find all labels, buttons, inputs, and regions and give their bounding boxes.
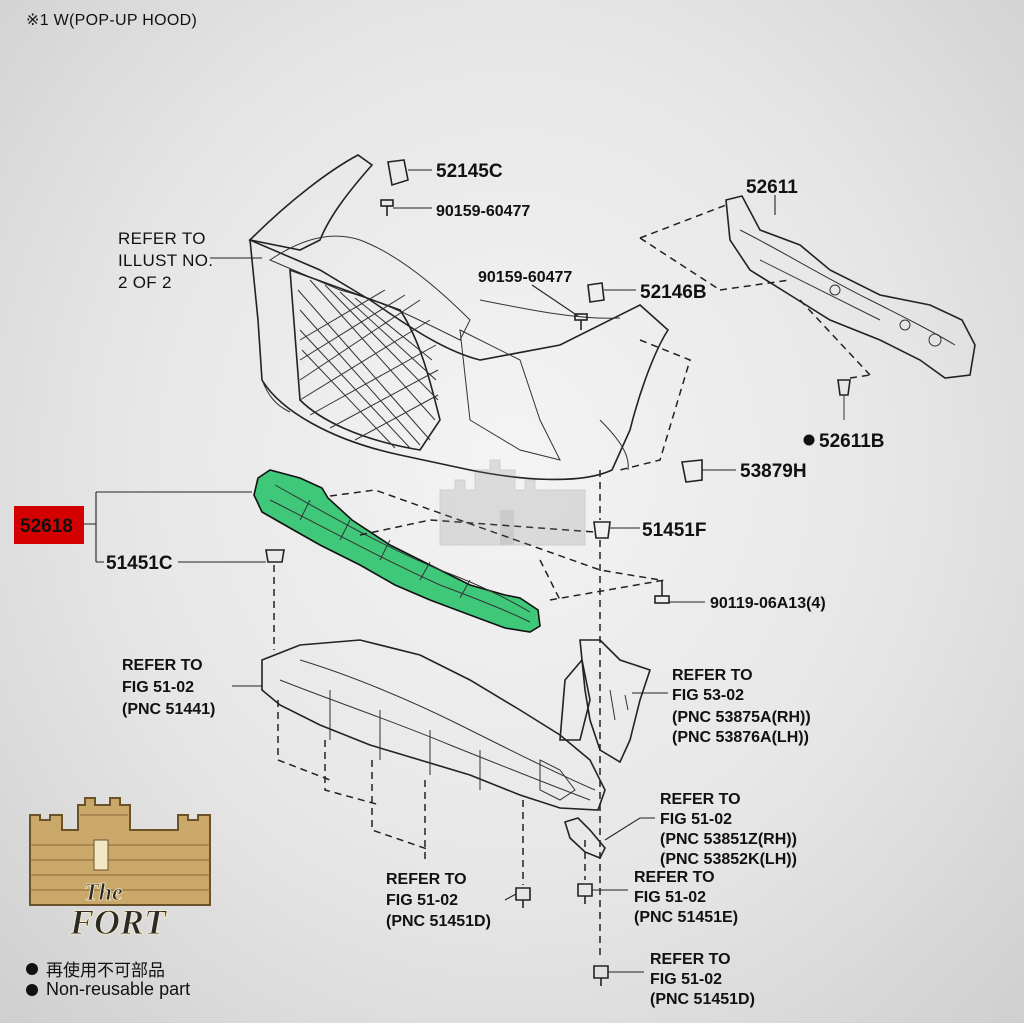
watermark-castle bbox=[439, 459, 586, 546]
label-52611B[interactable]: 52611B bbox=[819, 431, 885, 452]
legend-text-english: Non-reusable part bbox=[46, 979, 191, 999]
refer-fig5302-line2: FIG 53-02 bbox=[672, 687, 744, 704]
bracket-53879H[interactable] bbox=[681, 459, 703, 483]
label-51451C[interactable]: 51451C bbox=[106, 553, 173, 574]
bumper-support-52611[interactable] bbox=[725, 195, 976, 379]
part-number-52618[interactable]: 52618 bbox=[20, 516, 73, 537]
header-note: ※1 W(POP-UP HOOD) bbox=[26, 12, 198, 29]
clip-51451D-b[interactable] bbox=[593, 965, 609, 986]
refer-illust-line3: 2 OF 2 bbox=[118, 273, 172, 292]
refer-fig5302-line4: (PNC 53876A(LH)) bbox=[672, 729, 809, 746]
refer-fig5102-b-line2: FIG 51-02 bbox=[660, 811, 732, 828]
label-90159-60477-a[interactable]: 90159-60477 bbox=[436, 203, 530, 220]
logo-line1: The bbox=[84, 880, 123, 906]
legend-nonreusable-english: Non-reusable part bbox=[26, 979, 190, 1000]
clip-51451F[interactable] bbox=[593, 521, 611, 539]
refer-fig5302-line1: REFER TO bbox=[672, 667, 753, 684]
logo-line2: FORT bbox=[69, 902, 168, 942]
refer-fig5102-e-line1: REFER TO bbox=[650, 951, 731, 968]
refer-fig5102-b-line4: (PNC 53852K(LH)) bbox=[660, 851, 797, 868]
refer-illust-line2: ILLUST NO. bbox=[118, 251, 213, 270]
refer-fig5102-a-line2: FIG 51-02 bbox=[122, 679, 194, 696]
refer-fig5102-c-line3: (PNC 51451D) bbox=[386, 913, 491, 930]
refer-fig5102-e-line3: (PNC 51451D) bbox=[650, 991, 755, 1008]
legend-dot-icon bbox=[26, 962, 38, 975]
label-51451F[interactable]: 51451F bbox=[642, 520, 706, 541]
label-90119-06A13[interactable]: 90119-06A13(4) bbox=[710, 595, 826, 612]
refer-fig5102-e-line2: FIG 51-02 bbox=[650, 971, 722, 988]
retainer-52146B[interactable] bbox=[587, 282, 605, 303]
clip-51451C[interactable] bbox=[265, 549, 285, 563]
legend-nonreusable-chinese: 再使用不可部品 bbox=[26, 956, 165, 981]
label-53879H[interactable]: 53879H bbox=[740, 461, 807, 482]
refer-illust-line1: REFER TO bbox=[118, 229, 206, 248]
refer-fig5102-d-line1: REFER TO bbox=[634, 869, 715, 886]
refer-fig5302-line3: (PNC 53875A(RH)) bbox=[672, 709, 811, 726]
bracket-53851Z[interactable] bbox=[563, 817, 606, 860]
refer-fig5102-b-line3: (PNC 53851Z(RH)) bbox=[660, 831, 797, 848]
refer-fig5102-c-line2: FIG 51-02 bbox=[386, 892, 458, 909]
label-90159-60477-b[interactable]: 90159-60477 bbox=[478, 269, 572, 286]
fender-liner-53875A[interactable] bbox=[559, 639, 652, 764]
screw-90159-60477-a[interactable] bbox=[380, 199, 394, 216]
label-52145C[interactable]: 52145C bbox=[436, 161, 503, 182]
engine-under-cover[interactable] bbox=[261, 639, 606, 811]
refer-fig5102-c-line1: REFER TO bbox=[386, 871, 467, 888]
the-fort-logo: The FORT bbox=[29, 797, 211, 943]
bolt-90119-06A13[interactable] bbox=[654, 580, 670, 604]
clip-51451E[interactable] bbox=[577, 883, 593, 904]
refer-fig5102-d-line2: FIG 51-02 bbox=[634, 889, 706, 906]
clip-51451D-a[interactable] bbox=[515, 887, 531, 908]
screw-90159-60477-b[interactable] bbox=[574, 313, 588, 330]
clip-52611B[interactable] bbox=[837, 379, 851, 420]
refer-fig5102-a-line3: (PNC 51441) bbox=[122, 701, 215, 718]
legend-dot-icon bbox=[26, 983, 38, 996]
front-bumper-cover[interactable] bbox=[248, 154, 670, 481]
retainer-52145C[interactable] bbox=[387, 159, 409, 187]
label-52611[interactable]: 52611 bbox=[746, 177, 798, 198]
absorber-52618-highlighted[interactable] bbox=[253, 469, 541, 633]
refer-fig5102-a-line1: REFER TO bbox=[122, 657, 203, 674]
refer-fig5102-b-line1: REFER TO bbox=[660, 791, 741, 808]
non-reusable-marker-52611B bbox=[803, 434, 815, 446]
highlight-box-52618 bbox=[14, 506, 84, 544]
legend-text-chinese: 再使用不可部品 bbox=[46, 961, 165, 980]
label-52146B[interactable]: 52146B bbox=[640, 282, 707, 303]
refer-fig5102-d-line3: (PNC 51451E) bbox=[634, 909, 738, 926]
